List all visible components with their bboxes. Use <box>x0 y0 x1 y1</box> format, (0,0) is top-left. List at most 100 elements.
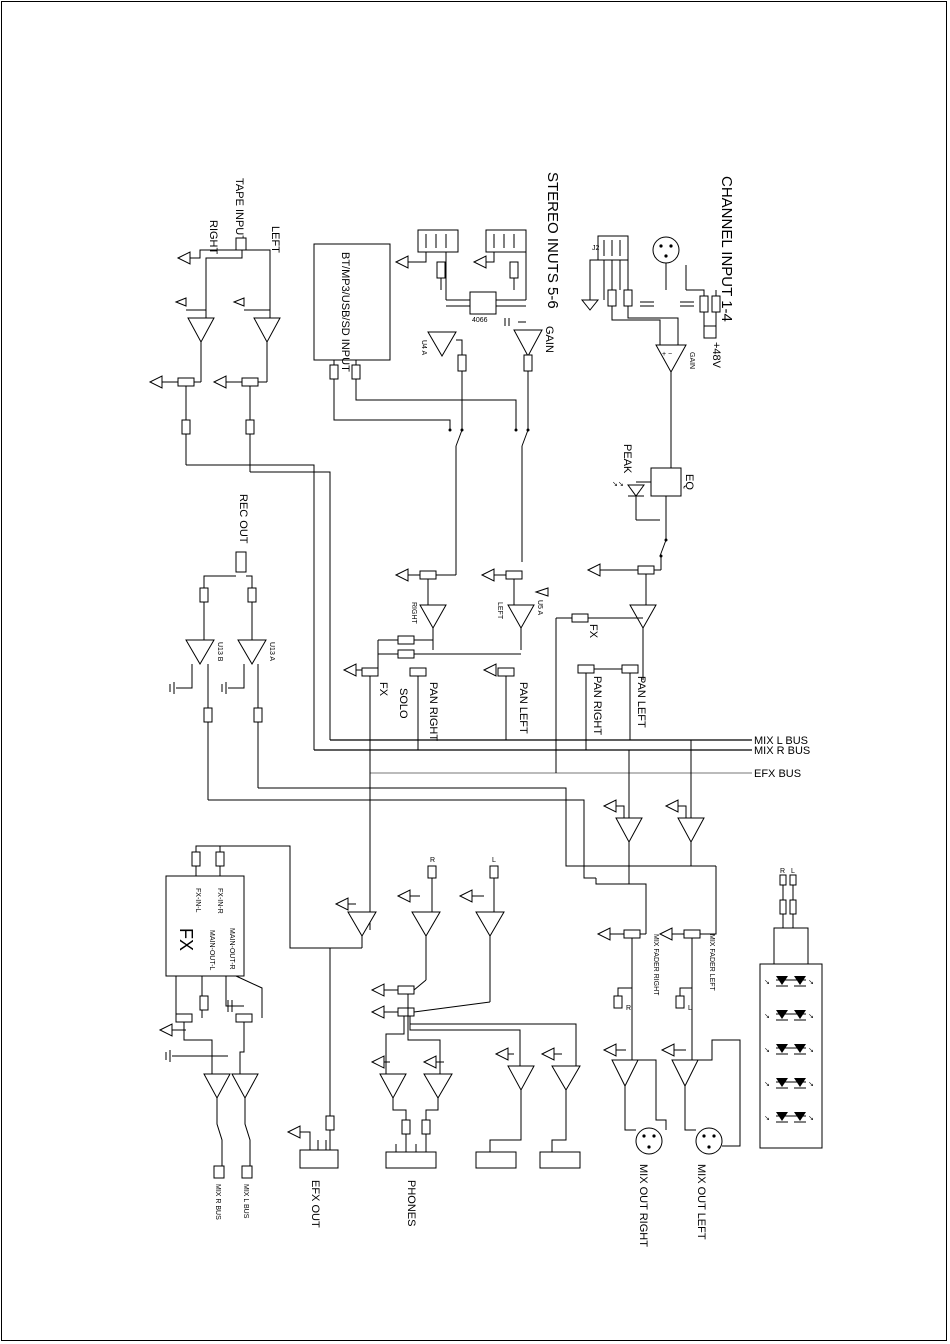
jack-ref: J2 <box>592 245 600 252</box>
channel-pan-right-label: PAN RIGHT <box>591 676 603 735</box>
ground-symbol <box>580 299 600 311</box>
fx-return-amp-r <box>203 1073 231 1100</box>
mix-bus-amp-right <box>615 817 643 844</box>
phones-level-pot-l <box>397 1007 415 1017</box>
stereo-pan-right-label: PAN RIGHT <box>427 682 439 741</box>
mix-bus-amp-left <box>677 817 705 844</box>
rec-out-section: REC OUT U13 B U13 A <box>169 494 716 879</box>
xlr-mix-out-left <box>695 1127 723 1155</box>
fx-block-label: FX <box>176 928 196 951</box>
channel-volume-pot <box>637 565 655 575</box>
phantom-power-label: +48V <box>710 342 722 369</box>
phones-amp-left <box>475 911 505 937</box>
main-out-l-label: MAIN-OUT-L <box>208 930 215 971</box>
led-emission-icon: ↘ <box>808 1080 814 1088</box>
stereo-volume-pot-right <box>419 570 437 580</box>
fx-mix-l-bus-label: MIX L BUS <box>242 1184 249 1219</box>
mix-l-bus-terminal <box>241 1165 253 1179</box>
fx-send-pot-ch <box>571 613 589 623</box>
led-emission-icon: ↘ <box>764 1114 770 1122</box>
fx-processor-block <box>165 875 245 977</box>
stereo-pan-left-label: PAN LEFT <box>517 682 529 734</box>
main-out-r-label: MAIN-OUT-R <box>228 928 235 970</box>
resistor <box>623 289 633 307</box>
stereo-input-jack-2 <box>485 229 527 253</box>
led-emission-icon: ↘ <box>764 978 770 986</box>
meter-l-label: L <box>791 868 795 875</box>
resistor <box>607 289 617 307</box>
u13a-label: U13 A <box>268 642 275 661</box>
pan-pot-ch-right <box>577 664 595 674</box>
stereo-pan-left-pot <box>497 667 515 677</box>
solo-label: SOLO <box>397 688 409 719</box>
stereo-amp-u4a <box>427 331 457 357</box>
xlr-input-connector <box>652 236 680 264</box>
trs-input-jack <box>597 235 629 261</box>
mix-fader-right <box>623 929 641 939</box>
mix-out-right-label: MIX OUT RIGHT <box>637 1164 649 1247</box>
tape-volume-pot-left <box>241 377 259 387</box>
peak-label: PEAK <box>621 444 633 474</box>
u5a-label: U5 A <box>536 600 543 616</box>
phones-section: R L <box>220 845 581 1228</box>
eq-label: EQ <box>683 474 695 490</box>
svg-text:L: L <box>492 857 496 864</box>
stereo-inputs-title: STEREO INUTS 5-6 <box>544 172 561 309</box>
phones-driver-amp-1 <box>379 1073 407 1100</box>
stereo-pan-right-pot <box>409 667 427 677</box>
mix-out-amp-left <box>671 1059 699 1088</box>
tape-rca-jack <box>235 237 247 251</box>
led-group: ↘↘↘↘↘↘↘↘↘↘ <box>764 976 814 1123</box>
meter-r-label: R <box>780 868 785 875</box>
mix-r-bus-terminal <box>213 1165 225 1179</box>
efx-bus-label: EFX BUS <box>754 768 801 780</box>
bt-mp3-usb-sd-block <box>313 243 391 361</box>
resistor <box>711 295 721 313</box>
u4a-label: U4 A <box>420 340 427 356</box>
phones-label: PHONES <box>405 1180 417 1226</box>
aux-jack-2 <box>539 1151 581 1169</box>
gain-amplifier <box>655 344 687 374</box>
channel-pan-left-label: PAN LEFT <box>635 676 647 728</box>
stereo-input-jack-1 <box>417 229 459 253</box>
gain-label: GAIN <box>688 352 695 369</box>
fx-in-r-label: FX-IN-R <box>216 888 223 914</box>
stereo-input-section: STEREO INUTS 5-6 4066 U4 A GAIN <box>333 172 561 930</box>
aux-jack-1 <box>475 1151 517 1169</box>
stereo-input-out-arrow <box>394 255 409 269</box>
eq-block <box>650 467 682 497</box>
efx-out-amp <box>347 911 377 937</box>
phones-amp-right <box>411 911 441 937</box>
rec-out-amp-u13b <box>185 639 215 665</box>
led-emission-icon: ↘ <box>764 1012 770 1020</box>
phones-level-pot-r <box>397 985 415 995</box>
svg-text:↘↘: ↘↘ <box>612 481 624 488</box>
tape-left-label: LEFT <box>269 226 281 253</box>
aux-amp-2 <box>551 1065 581 1091</box>
channel-input-title: CHANNEL INPUT 1-4 <box>718 176 735 322</box>
tape-amp-right <box>187 317 215 344</box>
phones-driver-amp-2 <box>423 1073 453 1099</box>
fx-return-pot-l <box>175 1013 193 1023</box>
mix-output-section: MIX FADER RIGHT MIX FADER LEFT R L MIX O… <box>595 740 741 1247</box>
mix-fader-left <box>683 929 701 939</box>
stereo-buffer-left <box>507 604 535 630</box>
stereo-buffer-right <box>419 604 447 630</box>
svg-text:+ −: + − <box>662 351 672 358</box>
aux-amp-1 <box>507 1065 535 1092</box>
mix-r-bus-label: MIX R BUS <box>754 745 810 757</box>
efx-out-label: EFX OUT <box>309 1180 321 1228</box>
led-emission-icon: ↘ <box>808 1046 814 1054</box>
xlr-mix-out-right <box>635 1127 663 1155</box>
led-emission-icon: ↘ <box>808 1012 814 1020</box>
bus-lines <box>314 739 752 774</box>
svg-text:4066: 4066 <box>472 317 488 324</box>
bt-input-section: BT/MP3/USB/SD INPUT <box>313 243 391 420</box>
meter-driver-ic <box>773 927 809 965</box>
tape-amp-left <box>253 317 281 344</box>
fx-in-l-label: FX-IN-L <box>194 888 201 913</box>
stereo-left-label: LEFT <box>496 602 503 620</box>
phantom-power-terminal <box>703 325 717 339</box>
tape-right-label: RIGHT <box>207 220 219 255</box>
resistor <box>699 295 709 313</box>
